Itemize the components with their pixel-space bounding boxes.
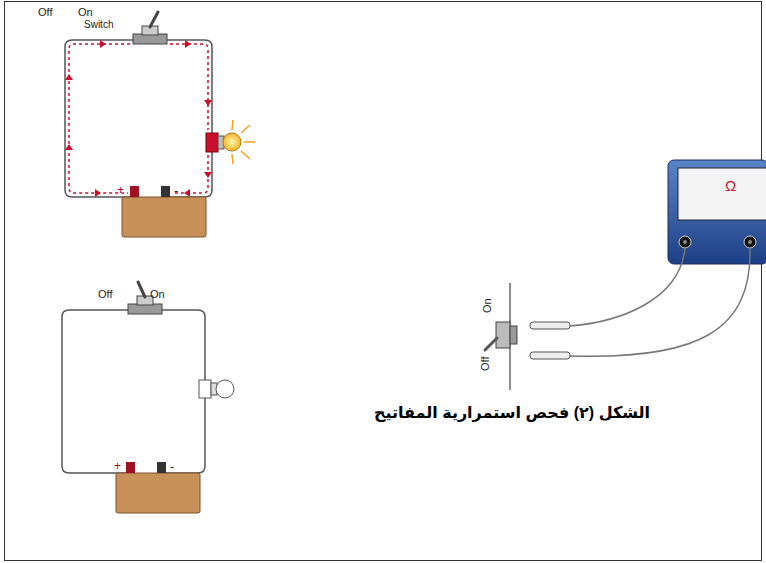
lit-circuit	[65, 40, 212, 197]
dark-bulb	[199, 380, 234, 398]
part-label: Switch	[84, 20, 113, 30]
battery	[122, 186, 206, 237]
figure-caption: الشكل (٢) فحص استمرارية المفاتيح	[374, 403, 650, 422]
page-frame	[5, 2, 762, 561]
current-arrowheads	[65, 40, 212, 197]
part-label: +	[117, 184, 124, 196]
part-label: Off	[480, 357, 491, 371]
part-label: +	[114, 460, 121, 472]
part-label: -	[170, 460, 174, 473]
part-label: Off	[98, 289, 112, 300]
current-flow	[69, 44, 208, 193]
ohmmeter	[668, 160, 766, 264]
battery	[116, 462, 200, 513]
part-label: Off	[38, 7, 52, 18]
toggle-switch-on	[133, 12, 167, 44]
part-label: Ω	[725, 178, 736, 193]
test-leads	[570, 248, 750, 356]
part-label: On	[78, 7, 93, 18]
lit-bulb	[206, 120, 255, 164]
open-circuit	[62, 310, 205, 473]
part-label: On	[482, 298, 493, 313]
probes	[530, 322, 570, 359]
part-label: On	[150, 289, 165, 300]
part-label: -	[174, 184, 178, 197]
